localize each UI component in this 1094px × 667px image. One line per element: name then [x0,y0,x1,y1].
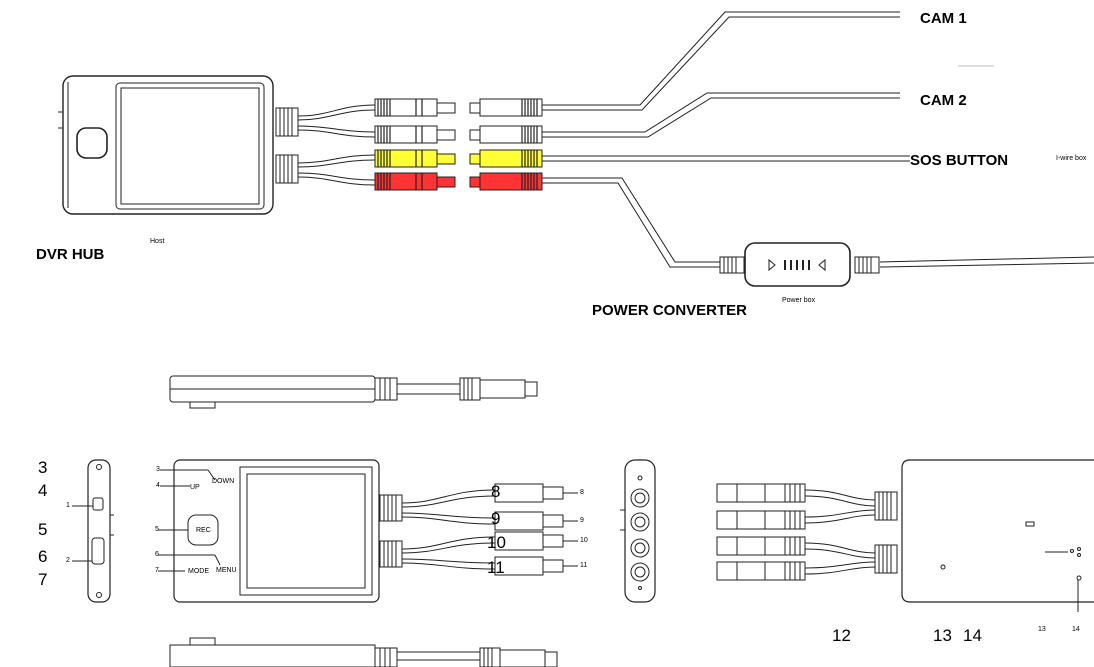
small-number: 11 [580,562,588,569]
bottom-number: 12 [832,626,851,645]
menu-text: MENU [216,567,237,574]
bottom-number: 14 [963,626,982,645]
side-view-top [169,375,538,409]
power-converter-box [719,242,880,287]
bottom-number: 13 [933,626,952,645]
small-number: 8 [580,489,584,496]
small-number: 14 [1072,626,1080,633]
connector-number: 9 [491,509,501,528]
small-number: 10 [580,537,588,544]
power-converter-label: POWER CONVERTER [592,302,748,319]
small-number: 1 [66,502,70,509]
side-view-right [620,459,656,603]
front-view-device [158,459,380,603]
small-number: 4 [156,482,160,489]
small-number: 13 [1038,626,1046,633]
connector-number: 8 [491,482,501,501]
side-number: 4 [38,481,48,500]
down-text: DOWN [212,478,235,485]
small-number: 6 [155,551,159,558]
side-number: 5 [38,520,48,539]
connector-number: 10 [487,533,506,552]
small-number: 7 [155,567,159,574]
side-number: 7 [38,570,48,589]
side-view-left [72,459,114,603]
power-box-text: Power box [782,297,816,304]
dvr-hub-device [58,75,274,215]
back-view [716,459,1094,612]
cam2-label: CAM 2 [920,92,967,109]
front-connectors [379,483,578,576]
small-number: 3 [156,466,160,473]
mode-text: MODE [188,568,209,575]
rec-text: REC [196,527,211,534]
small-number: 5 [155,526,159,533]
connector-tips-left [436,102,456,188]
host-text: Host [150,238,165,245]
sos-button-label: SOS BUTTON [910,152,1009,169]
side-number: 6 [38,547,48,566]
output-cables [542,11,1094,268]
small-number: 2 [66,557,70,564]
hub-cables [297,104,376,186]
connector-heads-right [469,98,543,191]
side-view-bottom [169,637,558,667]
hub-connectors [275,107,299,184]
up-text: UP [190,484,200,491]
connector-grips-left [377,99,423,190]
cam1-label: CAM 1 [920,10,967,27]
dvr-hub-label: DVR HUB [36,246,105,263]
side-number: 3 [38,458,48,477]
connector-grips-right [521,99,538,190]
small-number: 9 [580,517,584,524]
connector-number: 11 [487,558,505,577]
wire-box-text: I-wire box [1056,155,1087,162]
